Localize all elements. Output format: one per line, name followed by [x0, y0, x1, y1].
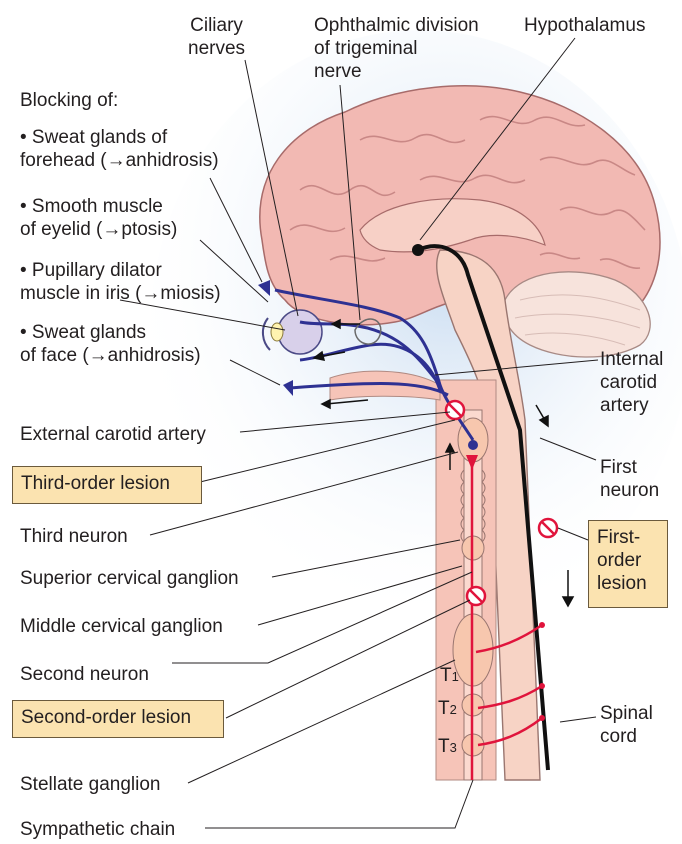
ophthalmic-division-label: Ophthalmic division of trigeminal nerve — [314, 15, 479, 82]
stellate-ganglion-label: Stellate ganglion — [20, 774, 161, 795]
lens — [270, 322, 284, 342]
lesion-markers — [444, 399, 559, 607]
hypothalamus-label: Hypothalamus — [524, 15, 646, 36]
corpus-callosum — [359, 198, 546, 253]
neck-tissue — [329, 370, 441, 401]
third-neuron-body — [468, 440, 478, 450]
third-order-lesion-marker — [444, 399, 466, 421]
first-neuron-fiber — [417, 244, 550, 771]
spinal-cord-label: Spinal cord — [600, 703, 653, 747]
lateral-horn-cells — [539, 622, 545, 721]
second-neuron-terminal — [466, 455, 478, 470]
middle-cervical-ganglion-label: Middle cervical ganglion — [20, 616, 223, 637]
first-order-lesion-box: First- order lesion — [588, 520, 668, 608]
cerebellum-folia — [514, 294, 641, 346]
ciliary-nerves-label: Ciliary nerves — [188, 15, 246, 59]
gyri — [289, 115, 646, 269]
eyeball — [277, 309, 323, 355]
second-order-lesion-marker — [465, 585, 487, 607]
hypothalamus-neuron-body — [412, 244, 424, 256]
chain-beads — [460, 469, 486, 543]
third-order-lesion-box: Third-order lesion — [12, 466, 202, 504]
third-neuron-label: Third neuron — [20, 526, 128, 547]
first-order-lesion-marker — [537, 517, 559, 539]
second-order-lesion-box: Second-order lesion — [12, 700, 224, 738]
external-carotid-label: External carotid artery — [20, 424, 206, 445]
fiber-terminals — [258, 280, 293, 396]
second-neuron-fibers — [470, 455, 543, 780]
t3-label: T3 — [438, 736, 457, 757]
eyelid — [262, 317, 271, 351]
cerebellum — [503, 271, 651, 358]
smooth-muscle-eyelid-label: • Smooth muscle of eyelid (→ptosis) — [20, 196, 178, 240]
trigeminal-ganglion — [354, 318, 382, 345]
sympathetic-chain-label: Sympathetic chain — [20, 819, 176, 840]
pupillary-dilator-label: • Pupillary dilator muscle in iris (→mio… — [20, 260, 221, 304]
internal-carotid-label: Internal carotid artery — [600, 349, 664, 416]
leader-lines — [119, 37, 599, 829]
sweat-glands-forehead-label: • Sweat glands of forehead (→anhidrosis) — [20, 127, 219, 171]
blocking-of-label: Blocking of: — [20, 90, 119, 111]
second-neuron-label: Second neuron — [20, 664, 149, 685]
first-neuron-label: First neuron — [600, 457, 660, 501]
t2-label: T2 — [438, 698, 457, 719]
t1-label: T1 — [440, 665, 459, 686]
sweat-glands-face-label: • Sweat glands of face (→anhidrosis) — [20, 322, 201, 366]
direction-arrows — [312, 318, 575, 608]
superior-cervical-ganglion-label: Superior cervical ganglion — [20, 568, 239, 589]
